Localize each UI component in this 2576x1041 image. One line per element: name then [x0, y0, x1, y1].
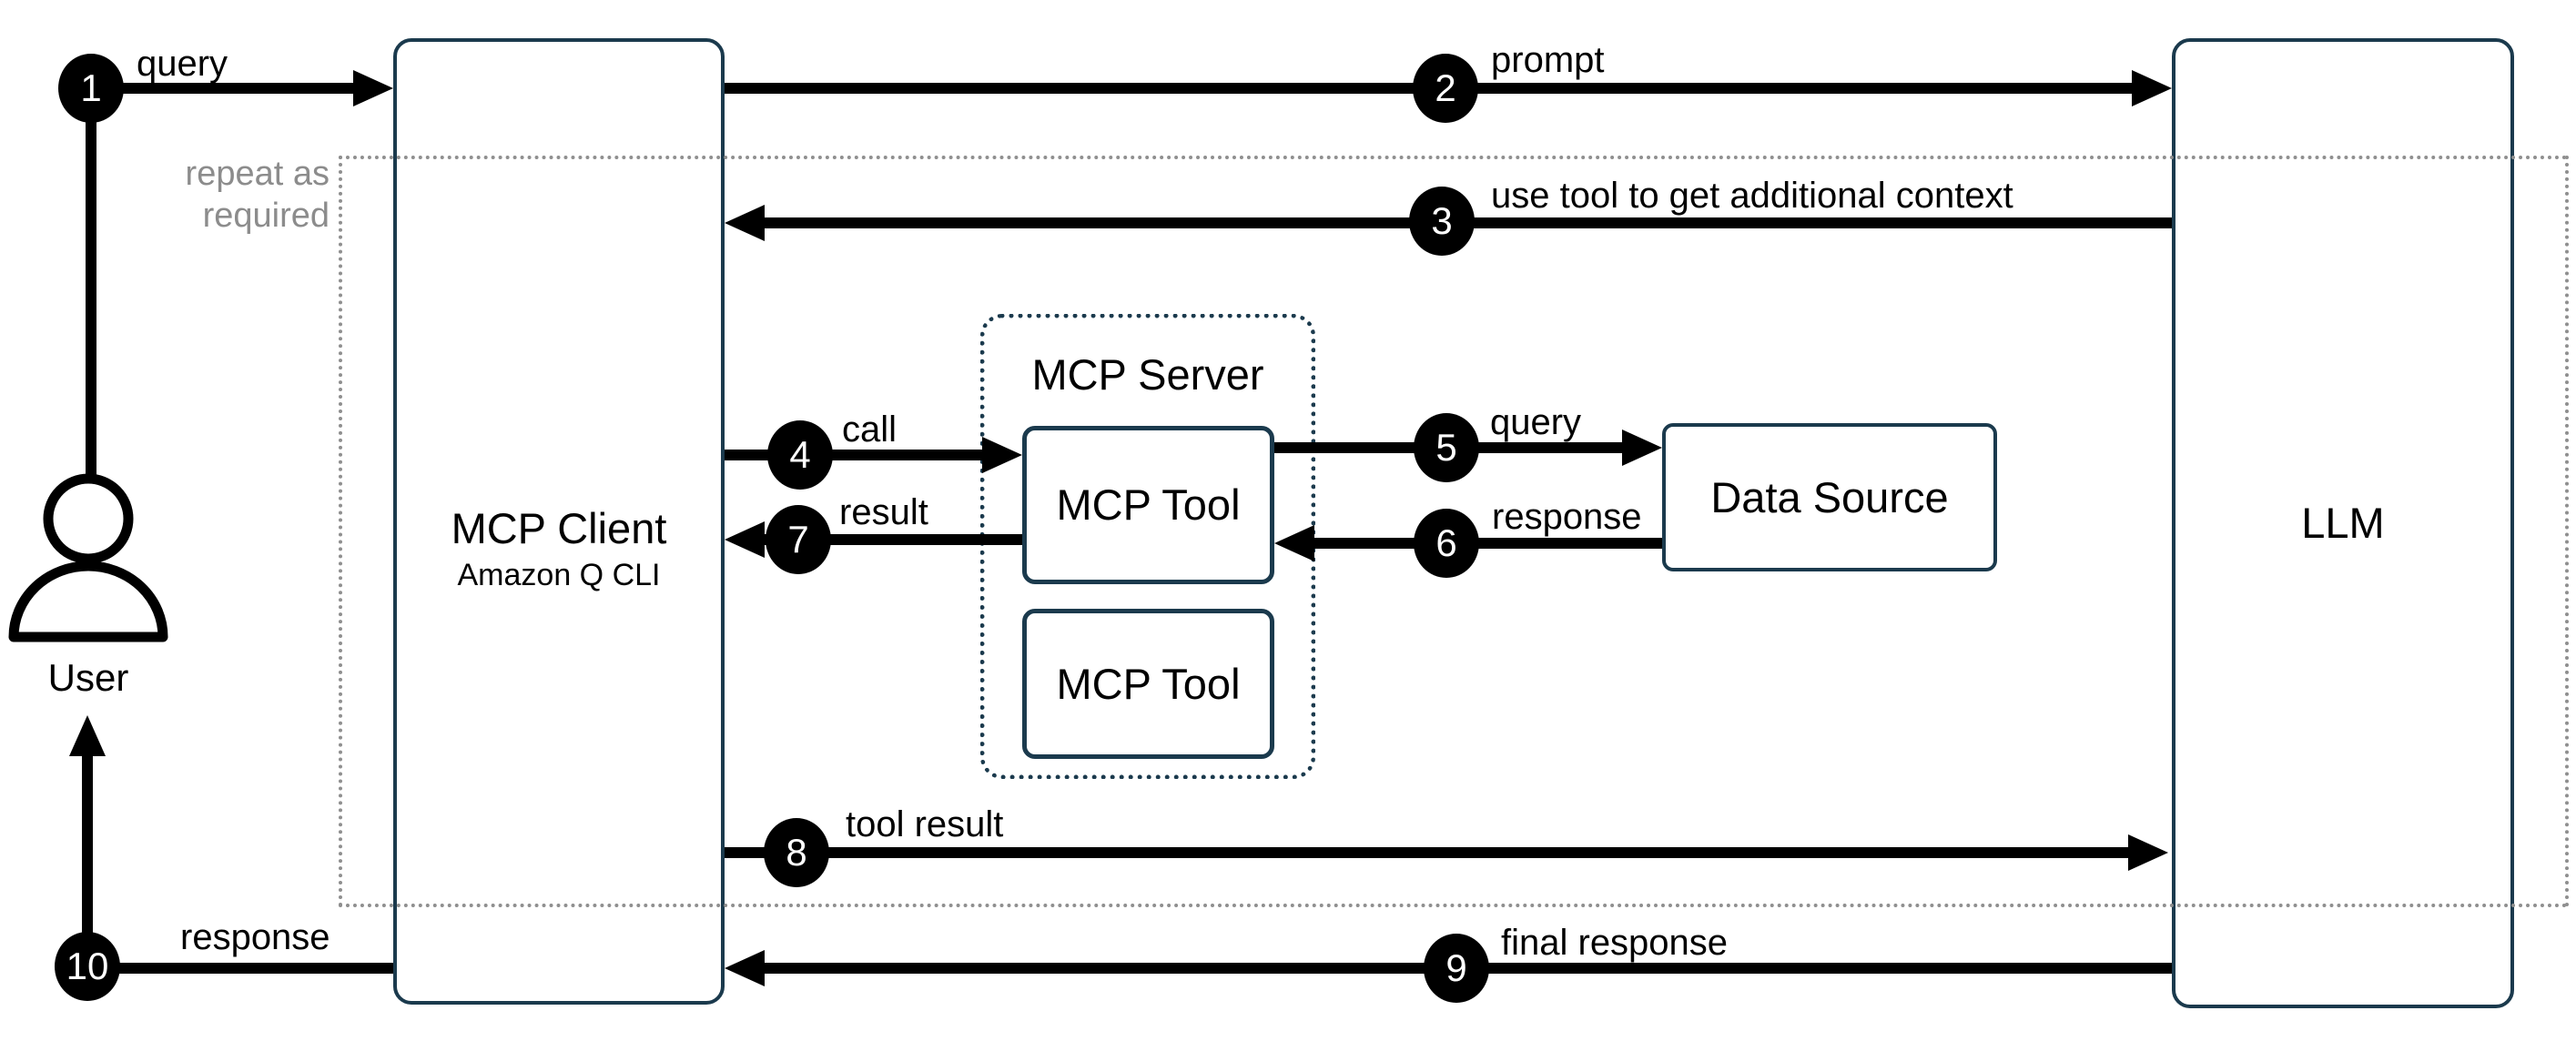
mcp-tool-top-title: MCP Tool [1056, 480, 1241, 530]
data-source-box: Data Source [1662, 423, 1997, 571]
repeat-loop-label: repeat as required [109, 153, 330, 237]
data-source-title: Data Source [1710, 472, 1949, 521]
step-2-badge: 2 [1413, 54, 1478, 123]
arrow-1-line [91, 83, 357, 94]
mcp-tool-bottom-title: MCP Tool [1056, 659, 1241, 708]
user-icon [8, 473, 168, 642]
step-9-badge: 9 [1424, 934, 1489, 1003]
step-5-badge: 5 [1414, 413, 1479, 482]
arrow-7-head-icon [725, 521, 765, 558]
step-4-label: call [842, 409, 898, 450]
step-7-label: result [839, 492, 928, 532]
mcp-server-title: MCP Server [1031, 350, 1264, 399]
arrow-8-head-icon [2128, 834, 2168, 871]
step-3-label: use tool to get additional context [1491, 176, 2013, 216]
arrow-4-head-icon [982, 437, 1022, 473]
arrow-10-line [87, 963, 393, 974]
arrow-9-head-icon [725, 950, 765, 986]
mcp-client-title: MCP Client [451, 504, 667, 552]
llm-box: LLM [2172, 38, 2514, 1008]
arrow-5-head-icon [1622, 430, 1662, 466]
step-8-label: tool result [846, 804, 1004, 844]
arrow-4-line [725, 450, 982, 460]
user-label: User [47, 656, 129, 699]
step-10-label: response [180, 917, 330, 957]
arrow-6-line [1314, 538, 1662, 549]
arrow-2-head-icon [2132, 70, 2172, 106]
arrow-1-head-icon [353, 70, 393, 106]
mcp-tool-bottom-box: MCP Tool [1022, 609, 1274, 759]
step-5-label: query [1490, 402, 1582, 442]
step-1-badge: 1 [58, 54, 124, 123]
arrow-3-head-icon [725, 205, 765, 241]
mcp-client-box: MCP Client Amazon Q CLI [393, 38, 725, 1005]
step-4-badge: 4 [767, 420, 833, 490]
repeat-loop-label-line1: repeat as [185, 155, 330, 193]
step-2-label: prompt [1491, 40, 1605, 80]
step-1-label: query [137, 44, 228, 84]
mcp-client-subtitle: Amazon Q CLI [457, 558, 661, 592]
user-to-step1-line [86, 88, 96, 478]
arrow-10-head-icon [69, 715, 106, 756]
step-6-label: response [1492, 497, 1642, 537]
repeat-loop-label-line2: required [202, 197, 330, 235]
step-7-badge: 7 [766, 505, 831, 574]
mcp-tool-top-box: MCP Tool [1022, 426, 1274, 584]
step-10-badge: 10 [55, 932, 120, 1001]
step-9-label: final response [1501, 923, 1729, 963]
step-3-badge: 3 [1409, 187, 1475, 256]
step-8-badge: 8 [764, 818, 829, 887]
step-6-badge: 6 [1414, 509, 1479, 578]
arrow-6-head-icon [1274, 525, 1314, 561]
llm-title: LLM [2301, 499, 2385, 548]
step10-to-user-line [82, 756, 93, 966]
arrow-8-line [725, 847, 2128, 858]
